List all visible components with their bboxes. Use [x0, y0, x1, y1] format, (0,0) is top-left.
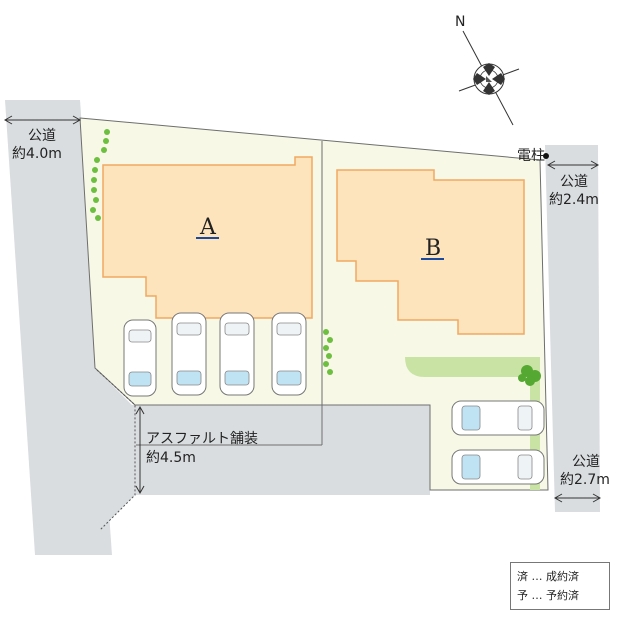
northeast-road-dimension: [546, 160, 600, 170]
compass-rose-icon: [458, 30, 520, 126]
car-4: [271, 312, 307, 396]
car-6: [451, 449, 545, 485]
pavement-label-1: アスファルト舗装: [146, 431, 258, 447]
compass-north-label: N: [455, 14, 465, 30]
legend-line-contracted: 済 … 成約済: [517, 570, 579, 583]
lot-b-label: B: [425, 236, 441, 261]
car-5: [451, 400, 545, 436]
shrubs-west: [90, 129, 110, 221]
southeast-road-dimension: [553, 493, 602, 503]
pavement-dimension: [135, 405, 145, 495]
utility-pole-marker: [543, 153, 549, 159]
west-road-dimension: [3, 115, 82, 125]
northeast-road-label-1: 公道: [560, 174, 588, 190]
northeast-road-label-2: 約2.4m: [549, 192, 599, 208]
legend-line-reserved: 予 … 予約済: [517, 589, 579, 602]
car-2: [171, 312, 207, 396]
southeast-road-label-2: 約2.7m: [560, 472, 610, 488]
pavement-label-2: 約4.5m: [146, 450, 196, 466]
car-3: [219, 312, 255, 396]
west-road-label-1: 公道: [28, 128, 56, 144]
legend-box: 済 … 成約済 予 … 予約済: [510, 562, 610, 610]
shrubs-middle: [323, 329, 333, 375]
southeast-road-label-1: 公道: [572, 454, 600, 470]
asphalt-pavement: [95, 368, 430, 530]
parking-dashed-line: [96, 369, 136, 531]
utility-pole-label: 電柱: [517, 148, 545, 164]
lot-a-label: A: [199, 215, 217, 240]
west-road-label-2: 約4.0m: [12, 146, 62, 162]
house-b: [336, 169, 525, 335]
tree-southeast: [518, 365, 541, 386]
car-1: [123, 319, 157, 397]
east-road: [545, 145, 600, 512]
